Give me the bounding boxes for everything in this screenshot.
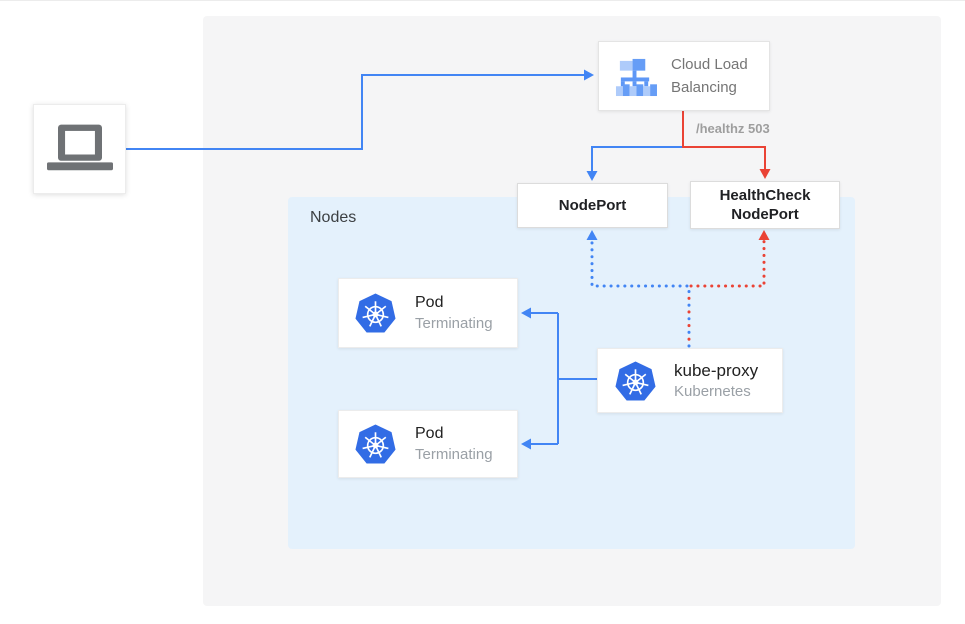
healthcheck-nodeport-label: HealthCheck NodePort [719,187,811,223]
kubernetes-icon [614,360,657,401]
kubernetes-icon [354,423,397,465]
nodes-group-label: Nodes [310,209,357,226]
healthz-edge-label: /healthz 503 [696,121,770,136]
pod-status: Terminating [415,446,493,463]
pod-node-2: Pod Terminating [338,410,518,478]
nodeport-node: NodePort [517,183,668,228]
healthcheck-nodeport-node: HealthCheck NodePort [690,181,840,229]
pod-status: Terminating [415,315,493,332]
cloud-load-balancing-node: Cloud Load Balancing [598,41,770,111]
laptop-icon [46,124,113,171]
client-device-node [33,104,126,194]
kube-proxy-node: kube-proxy Kubernetes [597,348,783,413]
pod-title: Pod [415,425,444,442]
cloud-load-balancing-icon [615,58,657,96]
kube-proxy-title: kube-proxy [674,361,759,380]
pod-title: Pod [415,294,444,311]
kubernetes-icon [354,292,397,334]
kube-proxy-subtitle: Kubernetes [674,383,751,400]
nodeport-label: NodePort [558,197,627,214]
pod-node-1: Pod Terminating [338,278,518,348]
cloud-load-balancing-label: Cloud Load Balancing [671,56,748,96]
